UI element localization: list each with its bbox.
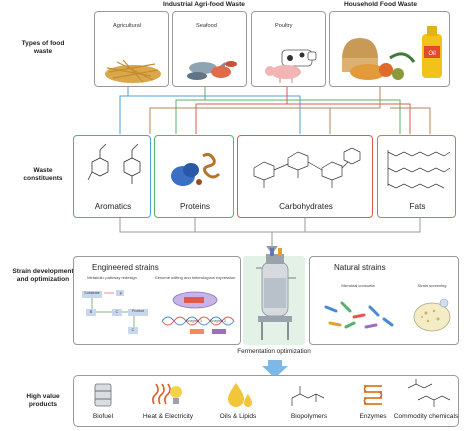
oil-drop-icon (228, 383, 252, 407)
commodity-chemicals-icon (407, 379, 451, 407)
fermentation-label: Fermentation optimization (237, 348, 311, 355)
waste-label-poultry: Poultry (275, 23, 293, 29)
pathway-diagram (82, 290, 148, 334)
constituent-label-aromatics: Aromatics (94, 202, 132, 211)
heat-electricity-icon (152, 383, 182, 405)
product-label-commodity-chemicals: Commodity chemicals (393, 413, 459, 420)
waste-box-poultry: Poultry (251, 11, 326, 87)
microbial-consortia-label: Microbial consortia (341, 283, 375, 288)
pathway-product-node: Product (131, 309, 145, 313)
aromatics-molecule-icon (87, 143, 141, 184)
constituent-box-carbohydrates: Carbohydrates (237, 135, 373, 218)
plasmid-icon (172, 291, 218, 309)
straw-icon (105, 59, 161, 83)
row-label-products: High value products (26, 393, 60, 408)
carbohydrate-molecule-icon (253, 147, 361, 188)
oil-bottle-label: Oil (428, 51, 435, 57)
constituent-label-fats: Fats (409, 202, 426, 211)
pathway-substrate-node: Substrate (84, 291, 100, 295)
fuel-barrel-icon (94, 383, 112, 407)
header-household: Household Food Waste (344, 1, 418, 8)
waste-box-seafood: Seafood (172, 11, 247, 87)
enzyme-2-label: Enzyme 2 (210, 319, 226, 323)
microbial-consortia-icon (324, 301, 394, 329)
constituent-label-proteins: Proteins (179, 202, 211, 211)
products-box: Biofuel Heat & Electricity Oils & Lipids… (73, 375, 459, 427)
product-label-biofuel: Biofuel (92, 413, 114, 420)
constituent-box-aromatics: Aromatics (73, 135, 151, 218)
protein-structure-icon (171, 152, 221, 186)
engineered-strains-title: Engineered strains (92, 263, 159, 272)
pathway-redesign-label: Metabolic pathway redesign (87, 275, 137, 280)
product-label-heat-electricity: Heat & Electricity (142, 413, 194, 420)
dna-icon (161, 316, 235, 334)
livestock-icon (265, 49, 317, 83)
genome-editing-label: Genome editing and heterologous expressi… (154, 275, 236, 280)
natural-strains-title: Natural strains (334, 263, 386, 272)
row-label-strain: Strain development and optimization (12, 268, 74, 283)
fat-molecule-icon (387, 150, 451, 189)
row-label-types: Types of food waste (21, 40, 65, 55)
product-label-oils-lipids: Oils & Lipids (219, 413, 257, 420)
bioreactor-icon (256, 248, 296, 340)
constituent-label-carbohydrates: Carbohydrates (279, 202, 333, 211)
product-label-enzymes: Enzymes (359, 413, 387, 420)
row-label-constituents: Waste constituents (23, 167, 63, 182)
waste-label-seafood: Seafood (196, 23, 217, 29)
constituent-box-fats: Fats (377, 135, 456, 218)
header-industrial: Industrial Agri-food Waste (163, 1, 245, 8)
pathway-node-b: B (89, 309, 93, 314)
product-label-biopolymers: Biopolymers (290, 413, 328, 420)
waste-box-household: Oil (329, 11, 450, 87)
enzyme-structure-icon (363, 385, 383, 405)
strain-screening-label: Strain screening (417, 283, 447, 288)
biopolymer-structure-icon (291, 386, 325, 406)
enzyme-1-label: Enzyme 1 (186, 319, 202, 323)
pathway-node-c2: C (131, 327, 135, 332)
natural-strains-box: Natural strains Microbial consortia Stra… (309, 256, 459, 345)
engineered-strains-box: Engineered strains Metabolic pathway red… (73, 256, 241, 345)
pathway-node-p: P (119, 291, 123, 296)
waste-box-agricultural: Agricultural (94, 11, 169, 87)
pathway-node-c: C (115, 309, 119, 314)
seafood-icon (187, 61, 237, 80)
petri-dish-icon (413, 298, 451, 332)
waste-label-agricultural: Agricultural (113, 23, 141, 29)
household-food-icon: Oil (342, 26, 442, 80)
constituent-box-proteins: Proteins (154, 135, 234, 218)
